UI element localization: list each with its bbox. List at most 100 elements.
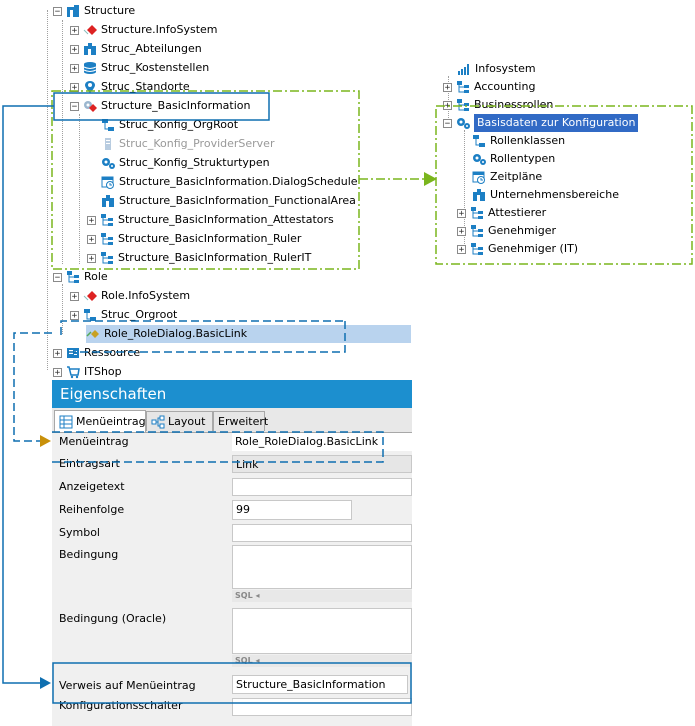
symbol-field[interactable] bbox=[232, 524, 412, 542]
tree-node-struc-konfig-providerserver[interactable]: Struc_Konfig_ProviderServer bbox=[101, 135, 274, 153]
property-row-bedingung: Bedingung SQL ◂ bbox=[52, 545, 412, 605]
expand-icon[interactable]: + bbox=[70, 291, 79, 302]
sql-scrollbar[interactable]: SQL ◂ bbox=[232, 590, 412, 602]
tree-node-attestierer[interactable]: + Attestierer bbox=[457, 204, 546, 222]
tree-node-zeitplaene[interactable]: Zeitpläne bbox=[472, 168, 542, 186]
tree-node-label: Struc_Standorte bbox=[101, 80, 190, 93]
tree-node-label: Structure_BasicInformation_FunctionalAre… bbox=[119, 194, 356, 207]
collapse-icon[interactable]: − bbox=[443, 118, 452, 129]
gears-icon bbox=[472, 152, 486, 166]
tree-node-label: Infosystem bbox=[475, 62, 536, 75]
collapse-icon[interactable]: − bbox=[53, 6, 62, 17]
calendar-clock-icon bbox=[472, 170, 486, 184]
tree-node-label: Role_RoleDialog.BasicLink bbox=[104, 327, 248, 340]
tree-node-businessrollen[interactable]: + Businessrollen bbox=[443, 96, 553, 114]
expand-icon[interactable]: + bbox=[87, 215, 96, 226]
expand-icon[interactable]: + bbox=[443, 100, 452, 111]
tree-node-struc-standorte[interactable]: + Struc_Standorte bbox=[70, 78, 190, 96]
tree-node-rollentypen[interactable]: Rollentypen bbox=[472, 150, 555, 168]
tab-erweitert[interactable]: Erweitert bbox=[213, 411, 268, 431]
tree-node-label: Struc_Abteilungen bbox=[101, 42, 202, 55]
verweis-auf-menueintrag-field[interactable]: Structure_BasicInformation bbox=[232, 675, 408, 694]
tree-node-role-roledialog-basiclink[interactable]: Role_RoleDialog.BasicLink bbox=[86, 325, 411, 343]
tree-node-label: Businessrollen bbox=[474, 98, 554, 111]
expand-icon[interactable]: + bbox=[443, 82, 452, 93]
expand-icon[interactable]: + bbox=[87, 253, 96, 264]
tree-node-rollenklassen[interactable]: Rollenklassen bbox=[472, 132, 565, 150]
callout-connector-blue-solid bbox=[2, 105, 54, 684]
tree-node-dialogschedule[interactable]: Structure_BasicInformation.DialogSchedul… bbox=[101, 173, 358, 191]
expand-icon[interactable]: + bbox=[87, 234, 96, 245]
arrowhead-icon bbox=[424, 172, 437, 186]
tree-node-structure-basicinformation[interactable]: − Structure_BasicInformation bbox=[70, 97, 250, 115]
left-navigation-tree: − Structure + Structure.InfoSystem + Str… bbox=[47, 2, 411, 381]
tree-node-role-infosystem[interactable]: + Role.InfoSystem bbox=[70, 287, 190, 305]
expand-icon[interactable]: + bbox=[70, 25, 79, 36]
menueintrag-field[interactable]: Role_RoleDialog.BasicLink bbox=[232, 433, 412, 451]
tree-node-basisdaten-konfiguration[interactable]: − Basisdaten zur Konfiguration bbox=[443, 114, 639, 132]
tree-node-label: Struc_Konfig_ProviderServer bbox=[119, 137, 275, 150]
tree-node-rulerit[interactable]: + Structure_BasicInformation_RulerIT bbox=[87, 249, 311, 267]
org-chart-icon bbox=[456, 80, 470, 94]
tree-node-genehmiger[interactable]: + Genehmiger bbox=[457, 222, 556, 240]
tree-node-genehmiger-it[interactable]: + Genehmiger (IT) bbox=[457, 240, 578, 258]
tab-layout[interactable]: Layout bbox=[146, 411, 213, 431]
tree-node-struc-konfig-strukturtypen[interactable]: Struc_Konfig_Strukturtypen bbox=[101, 154, 270, 172]
reihenfolge-field[interactable]: 99 bbox=[232, 500, 352, 520]
property-row-anzeigetext: Anzeigetext bbox=[52, 477, 412, 496]
tree-node-struc-konfig-orgroot[interactable]: Struc_Konfig_OrgRoot bbox=[101, 116, 238, 134]
expand-icon[interactable]: + bbox=[70, 310, 79, 321]
database-icon bbox=[83, 61, 97, 75]
tree-node-itshop[interactable]: + ITShop bbox=[53, 363, 122, 381]
collapse-icon[interactable]: − bbox=[53, 272, 62, 283]
tab-menueintrag[interactable]: Menüeintrag bbox=[54, 410, 146, 432]
sql-scrollbar[interactable]: SQL ◂ bbox=[232, 655, 412, 667]
org-chart-icon bbox=[100, 251, 114, 265]
tree-node-structure-infosystem[interactable]: + Structure.InfoSystem bbox=[70, 21, 218, 39]
property-row-verweis: Verweis auf Menüeintrag Structure_BasicI… bbox=[52, 674, 412, 696]
expand-icon[interactable]: + bbox=[70, 44, 79, 55]
property-row-menueintrag: Menüeintrag Role_RoleDialog.BasicLink bbox=[52, 432, 412, 451]
building-icon bbox=[472, 188, 486, 202]
property-label: Reihenfolge bbox=[59, 503, 125, 516]
arrowhead-icon bbox=[40, 677, 51, 689]
expand-icon[interactable]: + bbox=[457, 208, 466, 219]
tree-node-structure[interactable]: − Structure bbox=[53, 2, 135, 20]
tree-node-label: Unternehmensbereiche bbox=[490, 188, 619, 201]
tree-node-infosystem[interactable]: Infosystem bbox=[457, 60, 536, 78]
tree-node-struc-orgroot[interactable]: + Struc_Orgroot bbox=[70, 306, 177, 324]
property-label: Bedingung (Oracle) bbox=[59, 612, 167, 625]
gears-icon bbox=[456, 116, 470, 130]
tree-node-label: Structure_BasicInformation.DialogSchedul… bbox=[119, 175, 358, 188]
tree-node-attestators[interactable]: + Structure_BasicInformation_Attestators bbox=[87, 211, 334, 229]
expand-icon[interactable]: + bbox=[457, 226, 466, 237]
tree-node-unternehmensbereiche[interactable]: Unternehmensbereiche bbox=[472, 186, 619, 204]
expand-icon[interactable]: + bbox=[53, 367, 62, 378]
properties-panel: Eigenschaften Menüeintrag Layout Erweite… bbox=[52, 380, 412, 726]
tree-node-label: Struc_Kostenstellen bbox=[101, 61, 210, 74]
callout-box-left-green bbox=[51, 90, 360, 270]
tree-node-ressource[interactable]: + Ressource bbox=[53, 344, 140, 362]
tree-node-struc-kostenstellen[interactable]: + Struc_Kostenstellen bbox=[70, 59, 209, 77]
structure-icon bbox=[66, 4, 80, 18]
expand-icon[interactable]: + bbox=[53, 348, 62, 359]
building-icon bbox=[101, 194, 115, 208]
tree-node-label: Role bbox=[84, 270, 108, 283]
expand-icon[interactable]: + bbox=[457, 244, 466, 255]
bedingung-oracle-sql-editor[interactable] bbox=[232, 608, 412, 654]
callout-box-blue-solid-top bbox=[53, 92, 270, 121]
arrowhead-icon bbox=[40, 435, 51, 447]
tree-node-label: Structure bbox=[84, 4, 136, 17]
expand-icon[interactable]: + bbox=[70, 63, 79, 74]
org-chart-icon bbox=[470, 242, 484, 256]
tree-node-struc-abteilungen[interactable]: + Struc_Abteilungen bbox=[70, 40, 202, 58]
eintragsart-select[interactable]: Link bbox=[232, 455, 412, 473]
tree-node-accounting[interactable]: + Accounting bbox=[443, 78, 535, 96]
bedingung-sql-editor[interactable] bbox=[232, 545, 412, 589]
anzeigetext-field[interactable] bbox=[232, 478, 412, 496]
tree-node-role[interactable]: − Role bbox=[53, 268, 108, 286]
collapse-icon[interactable]: − bbox=[70, 101, 79, 112]
tree-node-label: Structure.InfoSystem bbox=[101, 23, 218, 36]
tree-node-ruler[interactable]: + Structure_BasicInformation_Ruler bbox=[87, 230, 301, 248]
tree-node-functionalarea[interactable]: Structure_BasicInformation_FunctionalAre… bbox=[101, 192, 356, 210]
